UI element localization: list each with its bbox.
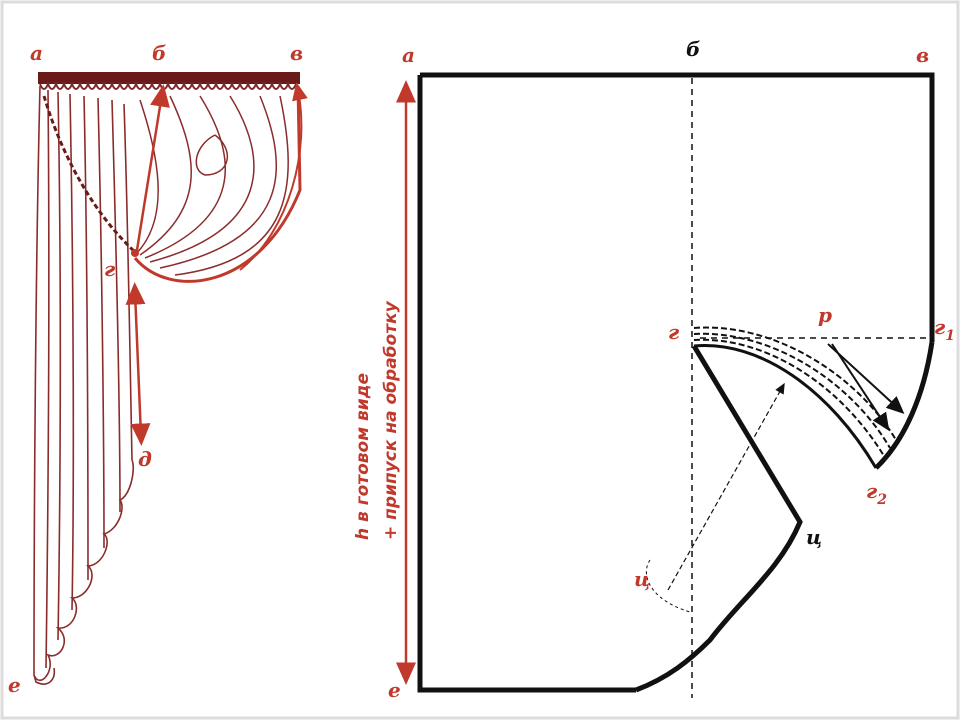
height-caption-line1: h в готовом виде [353, 373, 373, 540]
pattern-drawing: h в готовом виде + припуск на обработку … [353, 37, 955, 702]
arrow-p-2 [831, 343, 890, 432]
pattern-outline-top-right [420, 72, 935, 342]
label-right-a: а [402, 43, 415, 67]
label-left-g: г [104, 257, 116, 281]
height-caption-line2: + припуск на обработку [381, 300, 401, 540]
label-left-d: д [138, 447, 152, 471]
point-g-marker [131, 249, 139, 257]
label-left-b: б [152, 41, 166, 65]
construction-arc [645, 559, 691, 613]
arrow-v-swag [239, 82, 308, 271]
label-right-g2: г2 [866, 479, 887, 508]
cutout-g-c-bottom [635, 344, 803, 693]
side-panel-folds [33, 85, 135, 685]
label-left-a: а [30, 41, 43, 65]
tieback-chain [42, 95, 137, 254]
height-caption-text: в готовом виде [353, 373, 373, 528]
arrow-g-to-d [125, 282, 151, 446]
label-left-v: в [290, 41, 303, 65]
swag-folds [134, 95, 289, 276]
curtain-illustration: а б в г д е [8, 41, 308, 697]
label-right-g1: г1 [934, 315, 955, 344]
curve-g-g2 [693, 344, 878, 469]
header-gathers [39, 81, 297, 90]
label-left-e: е [8, 673, 21, 697]
curve-g1-g2 [874, 341, 935, 470]
label-right-c-inner: ц [806, 525, 822, 549]
label-right-e: е [388, 678, 401, 702]
swag-edge [133, 85, 302, 283]
label-right-g: г [668, 320, 680, 344]
arrow-g-to-b [135, 84, 170, 251]
construction-arrow [667, 382, 785, 591]
curtain-rod [38, 72, 300, 84]
height-caption: h в готовом виде + припуск на обработку [353, 300, 401, 540]
label-right-c-outer: ц [634, 567, 650, 591]
label-right-b: б [686, 37, 700, 61]
label-right-p: р [818, 303, 832, 327]
pattern-outline-left-bottom [417, 75, 636, 693]
label-right-v: в [916, 43, 929, 67]
height-symbol: h [353, 528, 373, 540]
